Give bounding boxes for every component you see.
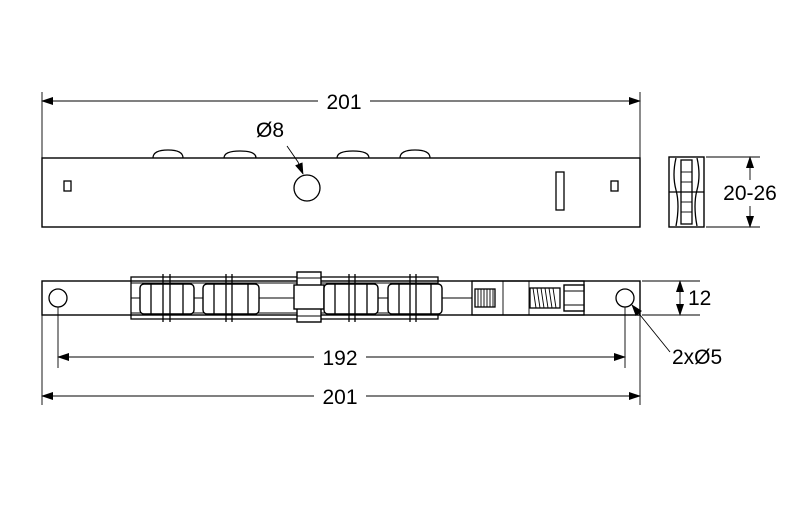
roller-pair-mid-right — [323, 274, 379, 322]
hole-diameter-callout: Ø8 — [256, 119, 304, 175]
top-view-body — [41, 157, 641, 228]
bottom-height-dimension: 12 — [676, 280, 711, 316]
bottom-length-dimension: 201 — [41, 386, 641, 409]
hole-diameter-label: Ø8 — [256, 119, 284, 142]
top-length-label: 201 — [326, 91, 361, 114]
roller-pair-left — [139, 274, 195, 322]
side-height-dimension: 20-26 — [723, 156, 777, 228]
left-slot — [63, 180, 72, 192]
center-hole — [293, 174, 321, 202]
bottom-view: 12 192 2xØ5 201 — [41, 271, 722, 409]
top-view: 201 Ø8 — [41, 91, 641, 228]
right-slot — [610, 180, 619, 192]
mount-holes-label: 2xØ5 — [672, 346, 722, 369]
roller-pair-right — [387, 274, 443, 322]
side-height-label: 20-26 — [723, 182, 777, 205]
roller-pair-mid-left — [202, 274, 260, 322]
hole-spacing-dimension: 192 — [57, 347, 626, 370]
adjustment-screw — [471, 280, 585, 316]
vertical-slot — [555, 171, 565, 211]
bottom-height-label: 12 — [688, 287, 711, 310]
side-view: 20-26 — [668, 156, 777, 228]
pivot-block — [293, 271, 325, 323]
top-roller-bumps — [152, 149, 431, 159]
hole-spacing-label: 192 — [322, 347, 357, 370]
mount-holes-callout: 2xØ5 — [631, 304, 722, 369]
top-length-dimension: 201 — [41, 91, 641, 114]
bottom-length-label: 201 — [322, 386, 357, 409]
